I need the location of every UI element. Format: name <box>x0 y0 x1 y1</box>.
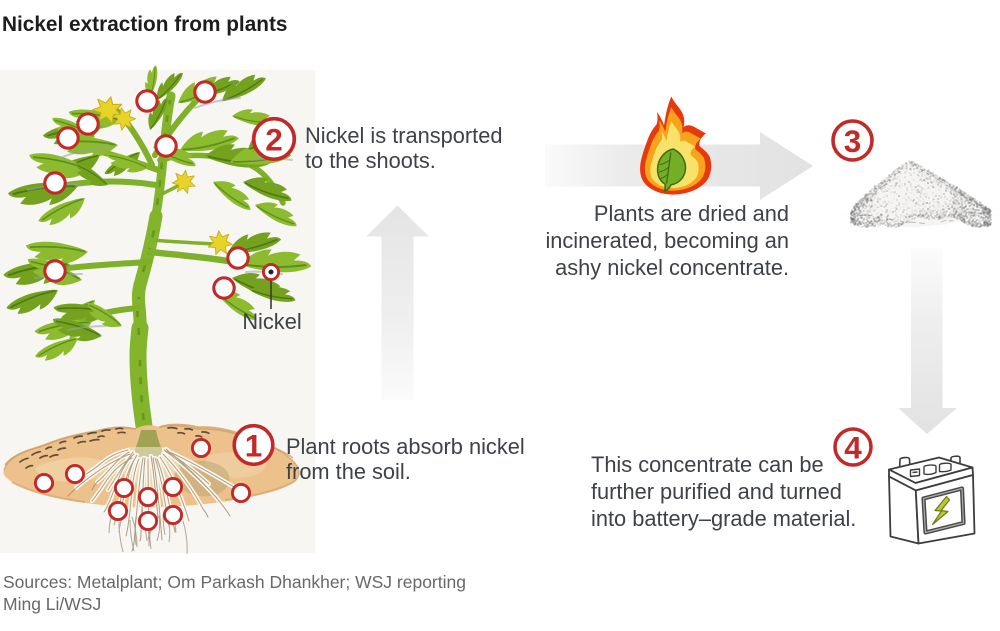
svg-text:from the soil.: from the soil. <box>286 459 411 484</box>
svg-text:to the shoots.: to the shoots. <box>305 148 436 173</box>
svg-text:4: 4 <box>844 430 862 466</box>
svg-text:ashy nickel concentrate.: ashy nickel concentrate. <box>555 255 789 280</box>
svg-text:into battery–grade material.: into battery–grade material. <box>591 506 856 531</box>
svg-text:Sources: Metalplant; Om Parkas: Sources: Metalplant; Om Parkash Dhankher… <box>3 572 466 592</box>
svg-text:2: 2 <box>265 122 283 158</box>
svg-text:Ming Li/WSJ: Ming Li/WSJ <box>3 594 101 614</box>
svg-text:further purified and turned: further purified and turned <box>591 479 842 504</box>
svg-text:1: 1 <box>245 428 263 464</box>
svg-text:Plants are dried and: Plants are dried and <box>594 201 789 226</box>
svg-text:Nickel is transported: Nickel is transported <box>305 123 502 148</box>
svg-text:This concentrate can be: This concentrate can be <box>591 452 824 477</box>
svg-text:Nickel extraction from plants: Nickel extraction from plants <box>2 13 287 36</box>
svg-text:incinerated, becoming an: incinerated, becoming an <box>545 228 789 253</box>
svg-text:Plant roots absorb nickel: Plant roots absorb nickel <box>286 434 525 459</box>
svg-text:Nickel: Nickel <box>242 309 301 334</box>
svg-text:3: 3 <box>844 123 862 159</box>
